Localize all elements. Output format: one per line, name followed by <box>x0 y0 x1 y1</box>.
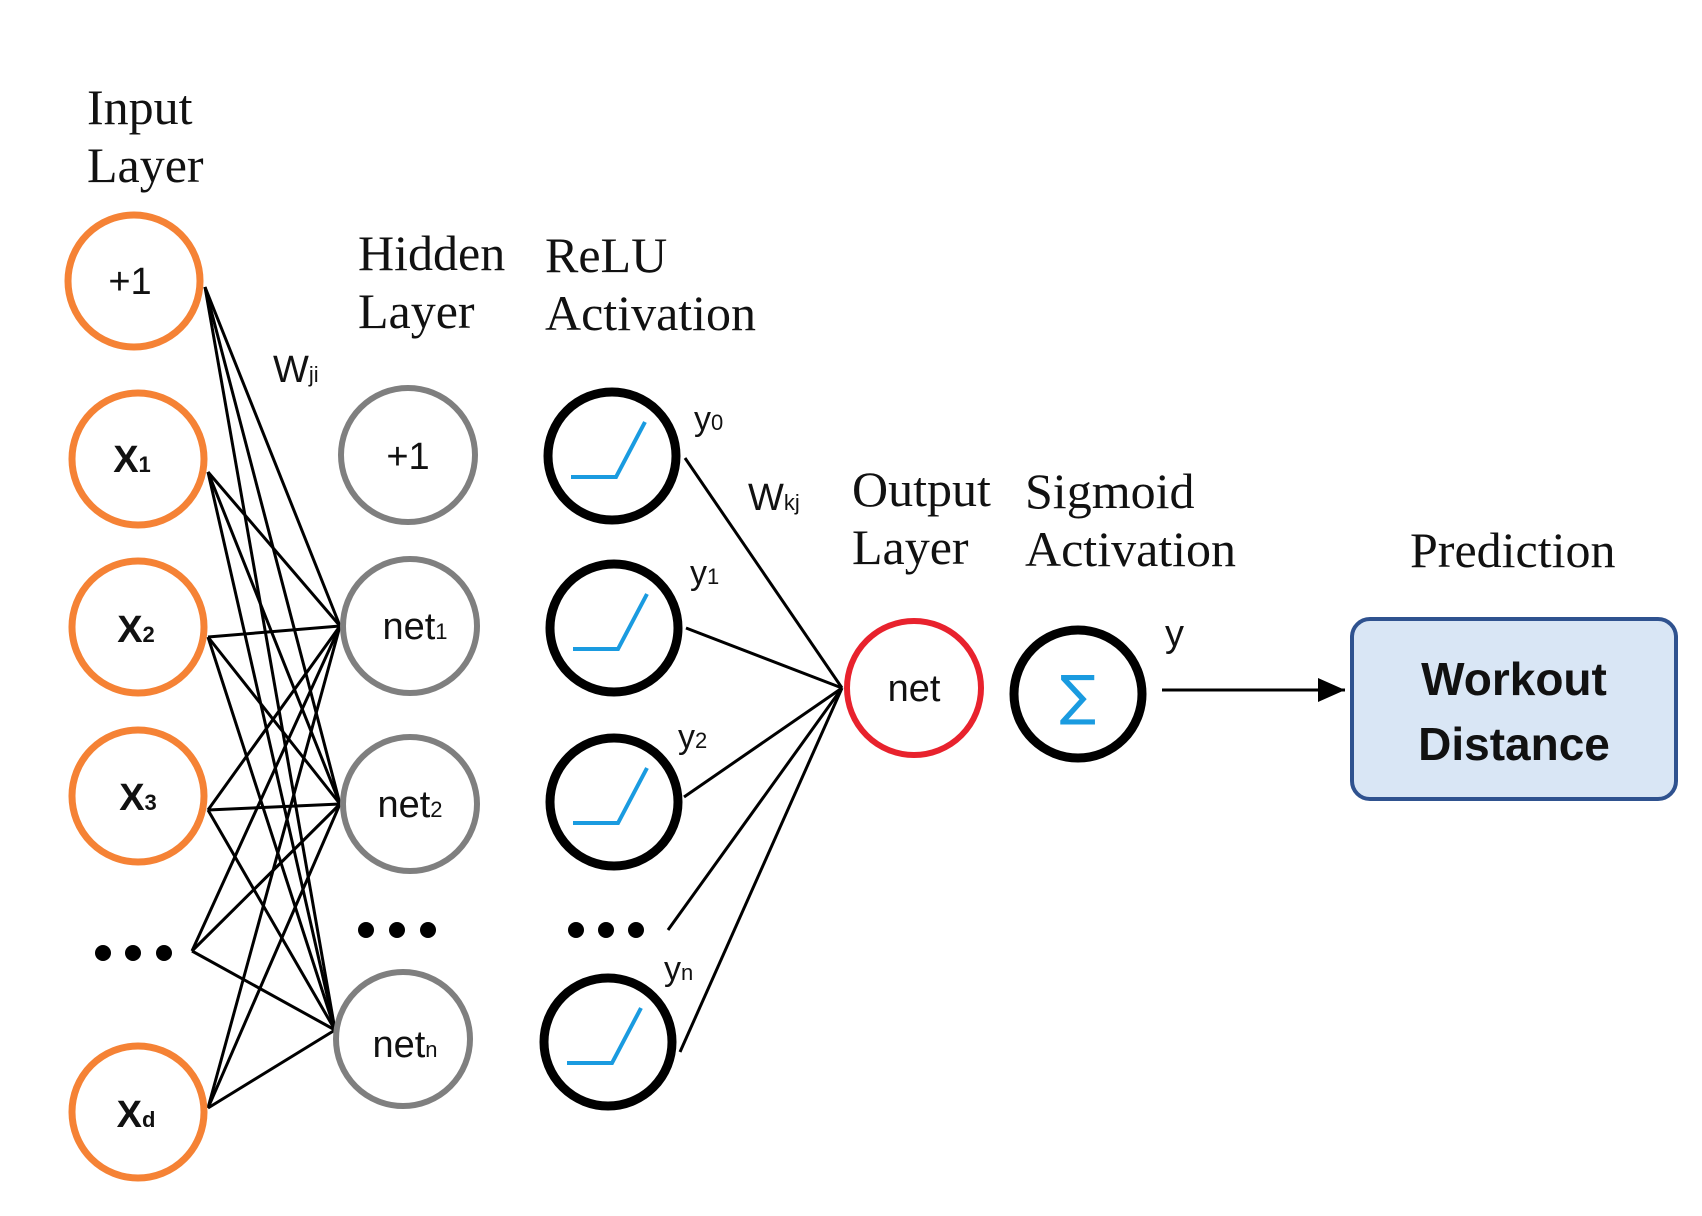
input-node-x3: X3 <box>68 726 208 866</box>
prediction-label-line1: Workout <box>1421 653 1607 705</box>
edge <box>203 286 337 1031</box>
edge <box>206 471 337 1031</box>
sigmoid-node: ∑ <box>1009 625 1147 763</box>
relu-curve-icon <box>573 767 649 825</box>
edge <box>678 687 844 1053</box>
prediction-label-line2: Distance <box>1418 718 1610 770</box>
input-node-label: X <box>119 777 145 819</box>
input-node-subscript: 2 <box>143 622 155 647</box>
svg-text:+1: +1 <box>108 261 151 303</box>
sigma-icon: ∑ <box>1060 664 1096 727</box>
sigmoid-heading-line1: Sigmoid <box>1025 463 1194 519</box>
svg-text:X1: X1 <box>113 439 151 481</box>
hidden-node-subscript: 1 <box>435 619 447 644</box>
relu-output-label-y0: y0 <box>694 400 723 438</box>
edge <box>206 809 337 1031</box>
relu-node-0 <box>543 387 681 525</box>
hidden-node-label: net <box>372 1024 425 1066</box>
hidden-node-bias: +1 <box>338 385 478 525</box>
hidden-node-label: net <box>382 606 435 648</box>
relu-ellipsis <box>568 922 644 938</box>
input-hidden-edges <box>190 286 342 1110</box>
hidden-node-net1: net1 <box>340 556 480 696</box>
hidden-node-subscript: n <box>425 1037 437 1062</box>
input-node-label: X <box>117 609 143 651</box>
weight-label-wkj: Wkj <box>748 477 800 519</box>
edge <box>206 471 342 805</box>
weight-label-wji: Wji <box>273 349 319 391</box>
hidden-layer-heading-line1: Hidden <box>358 225 505 281</box>
svg-text:net2: net2 <box>377 784 442 826</box>
relu-output-label-yn: yn <box>664 950 693 988</box>
relu-curve-icon <box>567 1007 643 1065</box>
edge <box>190 802 342 953</box>
input-node-label: X <box>117 1094 143 1136</box>
relu-output-label-y1: y1 <box>690 554 719 592</box>
edge <box>206 803 342 1109</box>
input-node-bias: +1 <box>64 211 204 351</box>
hidden-layer-heading-line2: Layer <box>358 283 475 339</box>
hidden-node-label: +1 <box>386 436 429 478</box>
edge <box>685 626 843 690</box>
input-node-label: +1 <box>108 261 151 303</box>
svg-text:net1: net1 <box>382 606 447 648</box>
hidden-output-edges <box>666 457 844 1053</box>
hidden-node-netn: netn <box>333 969 473 1109</box>
svg-text:X2: X2 <box>117 609 155 651</box>
svg-text:netn: netn <box>372 1024 437 1066</box>
input-layer-heading-line1: Input <box>87 79 193 135</box>
hidden-node-label: net <box>377 784 430 826</box>
input-node-label: X <box>113 439 139 481</box>
input-node-x1: X1 <box>68 389 208 529</box>
edge <box>207 624 341 639</box>
prediction-heading: Prediction <box>1410 522 1616 578</box>
edge <box>683 457 844 689</box>
sigmoid-output-label: y <box>1165 613 1184 655</box>
output-layer-heading-line2: Layer <box>852 519 969 575</box>
input-ellipsis <box>95 945 172 961</box>
edge <box>206 636 337 1031</box>
input-node-subscript: d <box>142 1107 155 1132</box>
relu-heading-line1: ReLU <box>545 227 667 283</box>
relu-curve-icon <box>571 421 647 479</box>
edge <box>206 471 342 627</box>
svg-text:Xd: Xd <box>117 1094 156 1136</box>
relu-output-label-y2: y2 <box>678 718 707 756</box>
svg-text:X3: X3 <box>119 777 157 819</box>
hidden-node-subscript: 2 <box>430 797 442 822</box>
edge <box>206 625 342 1109</box>
svg-text:+1: +1 <box>386 436 429 478</box>
relu-node-1 <box>545 559 683 697</box>
prediction-box: Workout Distance <box>1350 617 1678 801</box>
edge <box>683 686 843 799</box>
edge <box>206 625 342 811</box>
output-layer-heading-line1: Output <box>852 461 991 517</box>
edge <box>207 802 341 812</box>
edge <box>666 687 844 931</box>
hidden-ellipsis <box>358 922 436 938</box>
edge <box>190 625 342 952</box>
input-layer-heading-line2: Layer <box>87 137 204 193</box>
output-node-label: net <box>888 668 941 710</box>
edge <box>207 1028 336 1110</box>
relu-node-n <box>539 973 677 1111</box>
input-node-x2: X2 <box>68 557 208 697</box>
input-node-subscript: 1 <box>139 452 151 477</box>
input-node-subscript: 3 <box>145 790 157 815</box>
relu-node-2 <box>545 733 683 871</box>
edge <box>191 949 336 1032</box>
hidden-node-net2: net2 <box>340 734 480 874</box>
output-node: net <box>844 618 984 758</box>
input-node-xd: Xd <box>68 1042 208 1182</box>
relu-heading-line2: Activation <box>545 285 756 341</box>
relu-curve-icon <box>573 593 649 651</box>
edge <box>203 286 342 627</box>
sigmoid-heading-line2: Activation <box>1025 521 1236 577</box>
